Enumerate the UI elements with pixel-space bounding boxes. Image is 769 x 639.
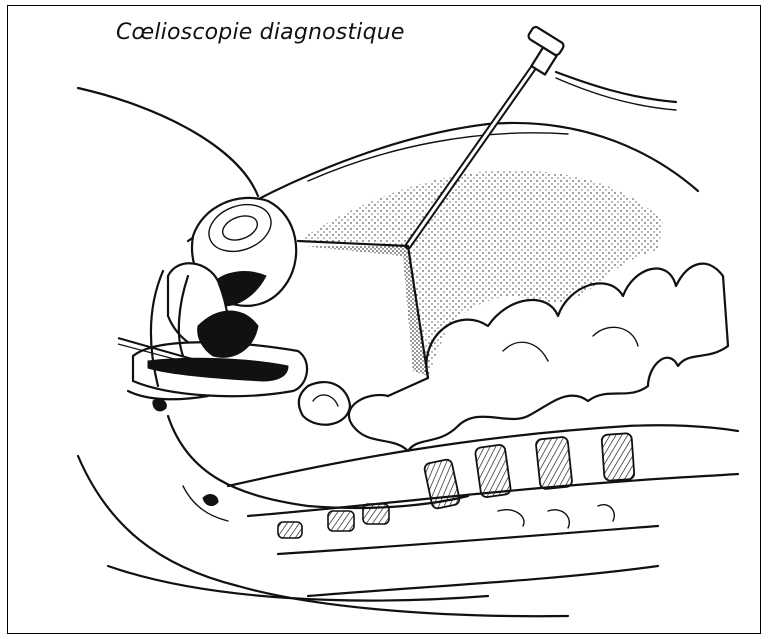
pelvic-floor-detail [153,399,166,411]
laparoscopy-illustration [8,6,761,634]
ovary [299,382,350,425]
back-contour [308,566,658,596]
spinous-process [498,510,524,526]
dense-shadow-area [303,246,428,376]
sacrum-contour [168,416,468,508]
pneumoperitoneum-area [298,170,663,376]
outer-body-contour [78,88,258,196]
figure-frame: Cœlioscopie diagnostique [7,5,761,634]
light-cable [556,72,676,102]
spine [228,425,738,554]
coccyx-detail [203,495,218,506]
vertebra [475,444,512,498]
bowel-loop-detail [503,342,548,361]
